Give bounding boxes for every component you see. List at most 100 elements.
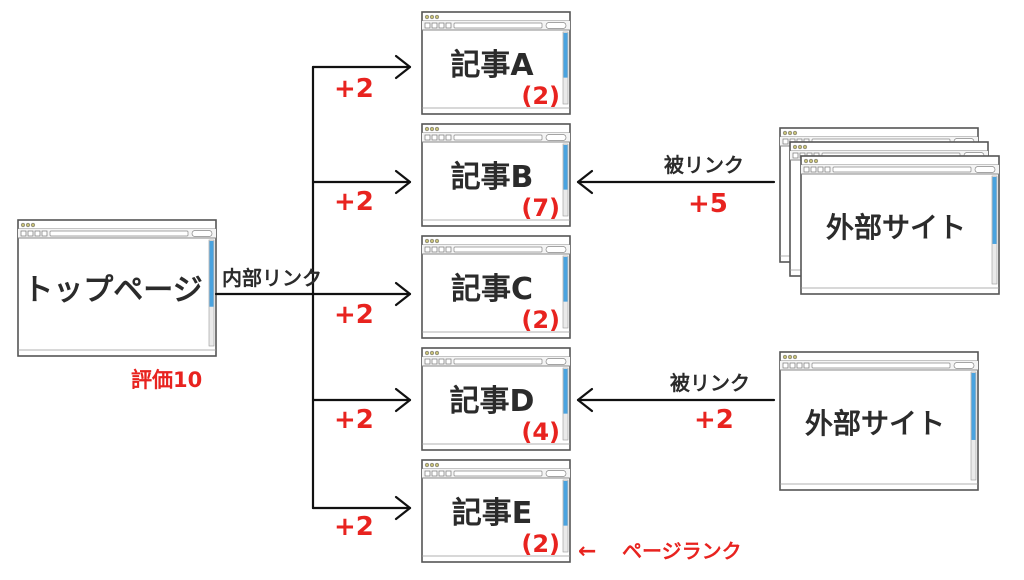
article-window-d-window-dot-icon (429, 350, 435, 356)
article-window-c-scrollbar-thumb (563, 257, 568, 302)
article-window-b-window-dot-icon (429, 126, 435, 132)
article-window-a-window-dot-icon (429, 14, 435, 20)
article-window-b-nav-button-icon (424, 134, 431, 141)
article-window-a-window-dot-icon (434, 14, 440, 20)
external-site-1-window-title: 外部サイト (826, 211, 966, 244)
pagerank-label: ページランク (622, 539, 742, 563)
article-window-a: 記事A(2) (421, 11, 571, 115)
article-window-a-rank: (2) (521, 82, 560, 110)
top-page-score: 評価10 (131, 368, 202, 392)
windows-layer: トップページ記事A(2)記事B(7)記事C(2)記事D(4)記事E(2)外部サイ… (17, 11, 1000, 563)
internal-link-label: 内部リンク (222, 266, 322, 290)
external-site-2-window-window-dot-icon (792, 354, 798, 360)
backlink-label-2: 被リンク (670, 371, 750, 395)
external-site-2-window-frame (779, 351, 979, 491)
external-site-1-window-nav-button-icon (803, 166, 810, 173)
external-site-2-window-nav-button-icon (796, 362, 803, 369)
article-window-d-nav-button-icon (431, 358, 438, 365)
article-window-a-scrollbar-thumb (563, 33, 568, 78)
external-site-2-window-title: 外部サイト (805, 407, 945, 440)
top-page-window-search-box (191, 230, 213, 237)
article-window-e-window-dot-icon (424, 462, 430, 468)
article-window-e-title: 記事E (452, 496, 533, 531)
article-window-c-nav-button-icon (424, 246, 431, 253)
article-window-d-search-box (545, 358, 567, 365)
top-page-window-nav-button-icon (20, 230, 27, 237)
external-site-1-window-window-dot-icon (813, 158, 819, 164)
external-site-1-back-window-window-dot-icon (782, 130, 788, 136)
external-site-1-window-window-dot-icon (803, 158, 809, 164)
article-window-b-nav-button-icon (438, 134, 445, 141)
arrowhead-a (394, 54, 412, 80)
article-window-e-nav-button-icon (438, 470, 445, 477)
article-window-b-nav-button-icon (445, 134, 452, 141)
article-window-e-scrollbar-thumb (563, 481, 568, 526)
article-window-a-window-dot-icon (424, 14, 430, 20)
article-window-b-window-dot-icon (424, 126, 430, 132)
article-window-c-address-bar (453, 246, 543, 253)
arrowhead-e (394, 495, 412, 521)
top-page-window-scrollbar-thumb (209, 241, 214, 307)
article-window-b-title: 記事B (451, 160, 534, 195)
backlink-label-1: 被リンク (664, 153, 744, 177)
article-window-c-rank: (2) (521, 306, 560, 334)
article-window-d-nav-button-icon (424, 358, 431, 365)
top-page-window-nav-button-icon (41, 230, 48, 237)
external-site-1-back-window-window-dot-icon (787, 130, 793, 136)
external-site-2-window: 外部サイト (779, 351, 979, 491)
article-window-c-nav-button-icon (438, 246, 445, 253)
article-window-a-nav-button-icon (438, 22, 445, 29)
article-window-a-nav-button-icon (431, 22, 438, 29)
article-window-b-rank: (7) (521, 194, 560, 222)
external-site-2-window-window-dot-icon (782, 354, 788, 360)
top-page-window-address-bar (49, 230, 189, 237)
top-page-window-title: トップページ (23, 273, 202, 308)
external-site-1-window-frame (800, 155, 1000, 295)
external-site-1-middle-window-window-dot-icon (797, 144, 803, 150)
external-site-2-window-nav-button-icon (789, 362, 796, 369)
external-site-2-window-search-box (953, 362, 975, 369)
article-window-d-nav-button-icon (438, 358, 445, 365)
article-window-d-window-dot-icon (424, 350, 430, 356)
external-site-2-window-window-dot-icon (787, 354, 793, 360)
link-value-a: +2 (334, 74, 374, 104)
external-site-1-middle-window-window-dot-icon (802, 144, 808, 150)
article-window-d-title: 記事D (450, 384, 535, 419)
link-value-c: +2 (334, 300, 374, 330)
article-window-b-search-box (545, 134, 567, 141)
top-page-window-nav-button-icon (34, 230, 41, 237)
external-site-2-window-nav-button-icon (803, 362, 810, 369)
article-window-a-title: 記事A (450, 48, 534, 83)
article-window-d-address-bar (453, 358, 543, 365)
article-window-e-nav-button-icon (424, 470, 431, 477)
external-site-1-window-nav-button-icon (817, 166, 824, 173)
backlink-arrowhead-1 (576, 169, 594, 195)
external-site-1-window-address-bar (832, 166, 972, 173)
article-window-d-nav-button-icon (445, 358, 452, 365)
article-window-d-rank: (4) (521, 418, 560, 446)
article-window-b-nav-button-icon (431, 134, 438, 141)
article-window-e-rank: (2) (521, 530, 560, 558)
backlink-value-1: +5 (688, 189, 728, 219)
article-window-e-nav-button-icon (431, 470, 438, 477)
article-window-b-window-dot-icon (434, 126, 440, 132)
article-window-c-window-dot-icon (424, 238, 430, 244)
article-window-c: 記事C(2) (421, 235, 571, 339)
article-window-e: 記事E(2) (421, 459, 571, 563)
article-window-d: 記事D(4) (421, 347, 571, 451)
external-site-1-window-window-dot-icon (808, 158, 814, 164)
article-window-c-search-box (545, 246, 567, 253)
article-window-d-window-dot-icon (434, 350, 440, 356)
top-page-window-window-dot-icon (30, 222, 36, 228)
backlink-value-2: +2 (694, 405, 734, 435)
article-window-c-nav-button-icon (445, 246, 452, 253)
article-window-a-search-box (545, 22, 567, 29)
external-site-1-middle-window-window-dot-icon (792, 144, 798, 150)
top-page-window-nav-button-icon (27, 230, 34, 237)
article-window-c-window-dot-icon (429, 238, 435, 244)
arrowhead-d (394, 387, 412, 413)
external-site-1-middle-window-nav-button-icon (792, 152, 799, 159)
external-site-2-window-scrollbar-thumb (971, 373, 976, 440)
